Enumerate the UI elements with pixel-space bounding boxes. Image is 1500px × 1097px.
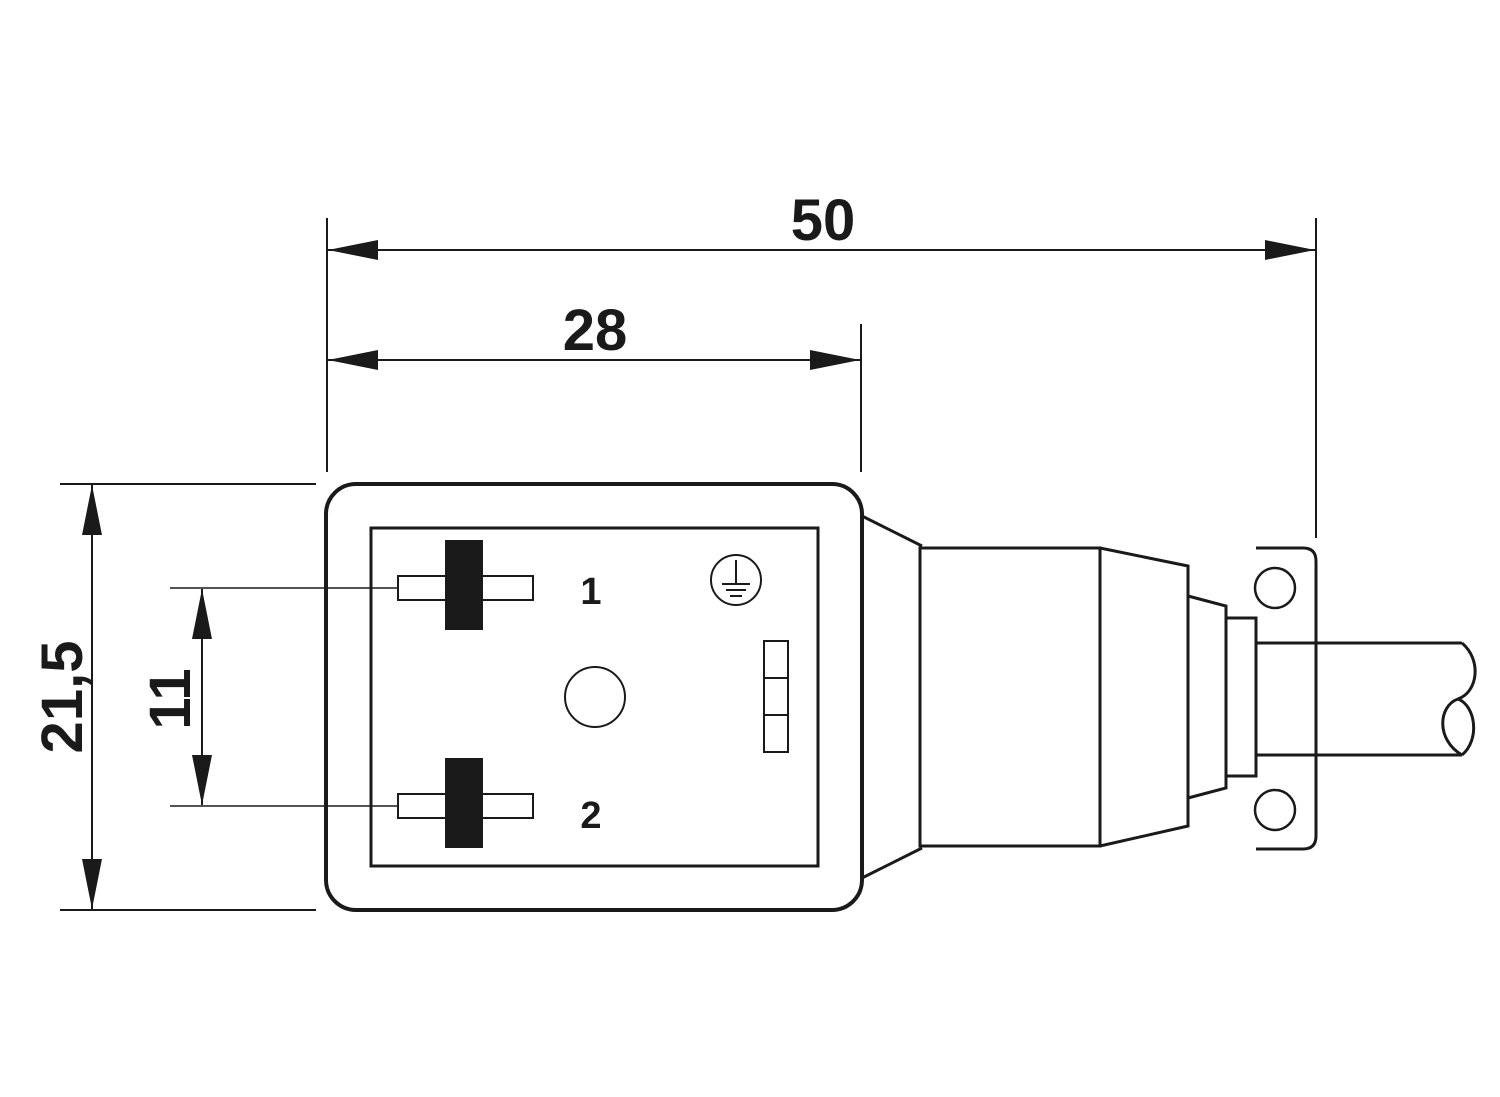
dimension-pin-spacing: 11 [138,587,398,807]
cable-gland [861,514,1258,880]
center-screw-hole [564,666,626,728]
pin-2-label: 2 [580,795,601,837]
pin-2 [397,758,534,848]
mounting-flange [1253,546,1318,851]
connector-housing: 1 2 [324,482,864,912]
housing-face [369,526,820,868]
pin-2-insulator [445,758,483,848]
housing-outline [324,482,864,912]
dimension-label-11: 11 [138,668,203,729]
pin-1-insulator [445,540,483,630]
mounting-hole-bottom [1253,788,1297,832]
cable [1256,641,1477,757]
pin-1-label: 1 [580,571,601,613]
dimension-housing-height: 21,5 [30,483,316,911]
gland-nut [1099,546,1190,848]
mounting-hole-top [1253,566,1297,610]
cable-break-symbol [1441,641,1477,757]
gland-body [918,546,1102,848]
ground-icon [710,554,762,606]
ground-contact-slots [763,640,789,753]
dimension-overall-length: 50 [326,188,1317,538]
dimension-housing-length: 28 [328,298,862,472]
dimension-label-28: 28 [563,298,628,363]
dimension-label-50: 50 [791,188,856,253]
pin-1 [397,540,534,630]
dimension-label-21-5: 21,5 [30,641,95,754]
